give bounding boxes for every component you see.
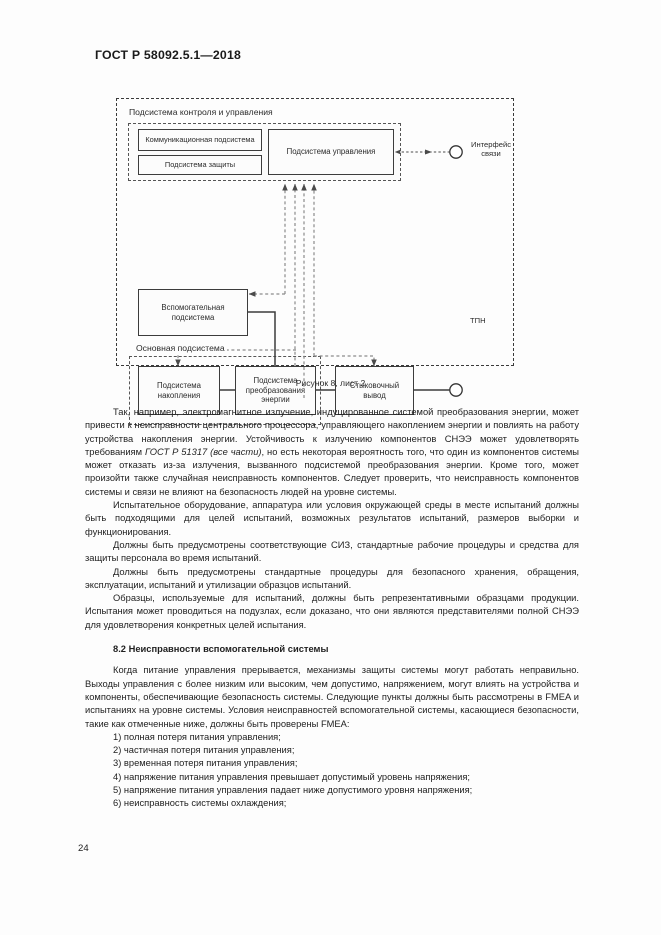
paragraph-3: Должны быть предусмотрены соответствующи… bbox=[85, 539, 579, 564]
figure-8-sheet-2: Подсистема контроля и управления Коммуни… bbox=[116, 98, 519, 425]
label-interface-line-2: связи bbox=[481, 149, 501, 159]
paragraph-6: Когда питание управления прерывается, ме… bbox=[85, 665, 579, 729]
wire-interface-arrow-left bbox=[425, 149, 432, 155]
label-interface-line-1: Интерфейс bbox=[470, 140, 511, 149]
block-conversion-line-1: Подсистема bbox=[253, 375, 298, 385]
paragraph-1: Так, например, электромагнитное излучени… bbox=[85, 406, 579, 499]
block-storage-line-2: накопления bbox=[157, 390, 201, 400]
wire-control-to-docking bbox=[314, 355, 377, 367]
block-docking-line-1: Стыковочный bbox=[349, 380, 400, 390]
paragraph-1-part-a: Так, например, электромагнитное излучени… bbox=[85, 407, 579, 457]
document-header-standard-id: ГОСТ Р 58092.5.1—2018 bbox=[95, 48, 242, 62]
paragraph-5: Образцы, используемые для испытаний, дол… bbox=[85, 593, 579, 630]
block-docking-line-2: вывод bbox=[363, 390, 386, 400]
document-body: Так, например, электромагнитное излучени… bbox=[85, 406, 579, 811]
control-subsystem-title: Подсистема контроля и управления bbox=[129, 107, 273, 117]
wire-auxiliary-to-conversion bbox=[248, 311, 276, 366]
interface-terminal-circle bbox=[449, 145, 463, 159]
label-tpn: ТПН bbox=[470, 316, 486, 325]
page-number: 24 bbox=[78, 843, 89, 854]
block-protection-subsystem: Подсистема защиты bbox=[138, 155, 262, 175]
list-item: 1) полная потеря питания управления; bbox=[113, 731, 281, 742]
block-docking-output: Стыковочный вывод bbox=[335, 366, 414, 415]
paragraph-4: Должны быть предусмотрены стандартные пр… bbox=[85, 566, 579, 590]
list-item: 4) напряжение питания управления превыша… bbox=[113, 771, 471, 782]
system-boundary-dashed-frame bbox=[116, 98, 514, 366]
block-conversion-line-2: преобразования bbox=[245, 385, 306, 395]
main-subsystem-title: Основная подсистема bbox=[134, 343, 227, 353]
figure-connector-wires bbox=[175, 145, 463, 398]
list-item: 3) временная потеря питания управления; bbox=[113, 758, 298, 769]
block-auxiliary-subsystem: Вспомогательная подсистема bbox=[138, 289, 248, 336]
list-item: 2) частичная потеря питания управления; bbox=[113, 745, 295, 756]
list-item: 5) напряжение питания управления падает … bbox=[113, 785, 473, 796]
block-energy-conversion-subsystem: Подсистема преобразования энергии bbox=[235, 366, 316, 415]
block-conversion-line-3: энергии bbox=[261, 395, 290, 405]
paragraph-1-part-b: , но есть некоторая вероятность того, чт… bbox=[85, 446, 580, 497]
label-interface: Интерфейс связи bbox=[463, 140, 519, 159]
list-item: 6) неисправность системы охлаждения; bbox=[113, 798, 287, 809]
paragraph-2: Испытательное оборудование, аппаратура и… bbox=[85, 500, 579, 537]
block-control-subsystem: Подсистема управления bbox=[268, 129, 394, 175]
block-storage-line-1: Подсистема bbox=[157, 380, 201, 390]
block-communication-subsystem: Коммуникационная подсистема bbox=[138, 129, 262, 151]
section-heading-8-2: 8.2 Неисправности вспомогательной систем… bbox=[113, 644, 329, 655]
figure-caption: Рисунок 8, лист 2 bbox=[295, 378, 366, 388]
block-auxiliary-line-2: подсистема bbox=[171, 312, 215, 322]
block-storage-subsystem: Подсистема накопления bbox=[138, 366, 220, 415]
block-auxiliary-line-1: Вспомогательная bbox=[161, 302, 225, 312]
reference-gost-51317: ГОСТ Р 51317 (все части) bbox=[144, 446, 262, 457]
